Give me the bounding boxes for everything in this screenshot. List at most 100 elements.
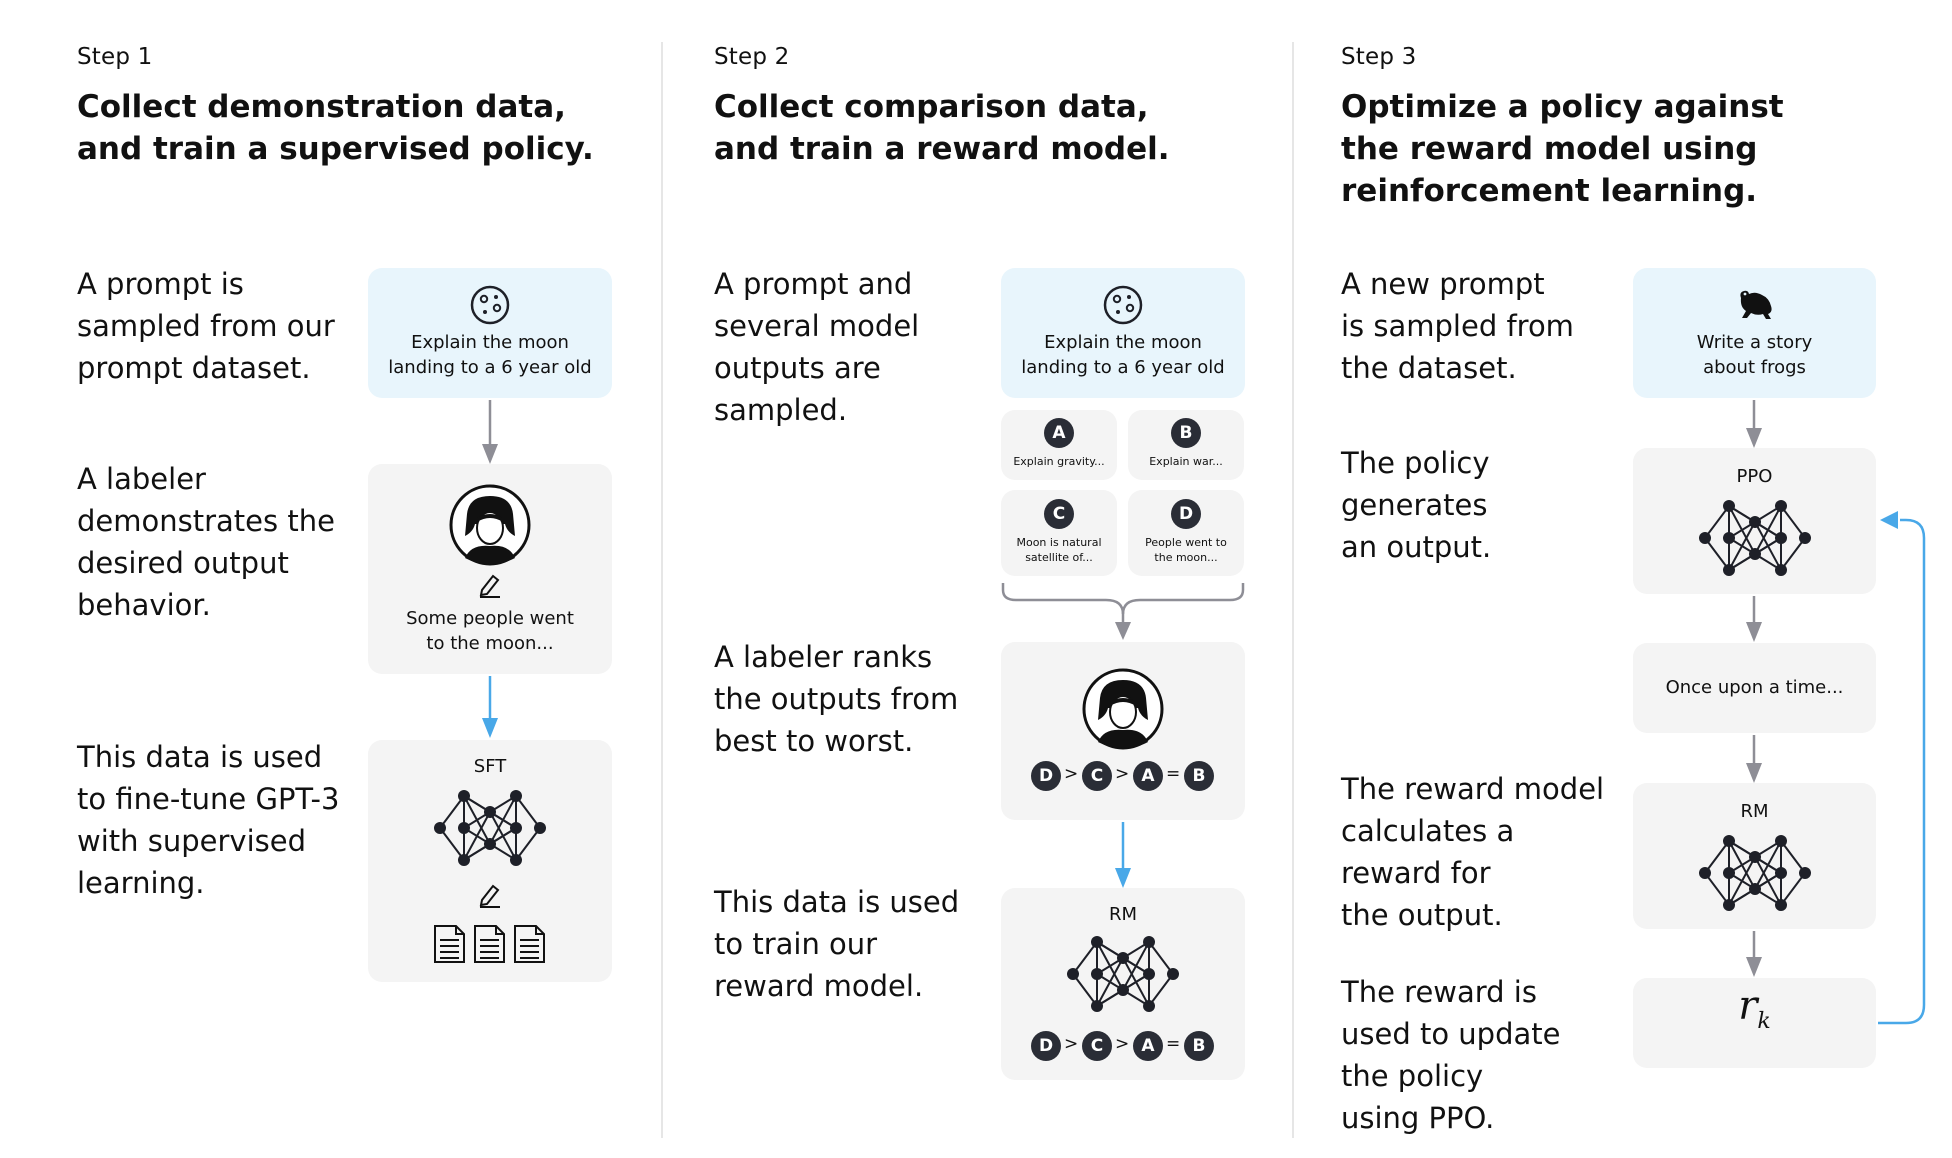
desc-line: This data is used [77,740,323,774]
rank-operator: > [1064,1034,1079,1054]
desc-line: A labeler [77,462,206,496]
demo-line: to the moon... [426,633,554,654]
rank-badge: D [1031,1031,1061,1061]
desc-line: the outputs from [714,682,959,716]
rank-operator: > [1064,764,1079,784]
desc-line: generates [1341,488,1488,522]
arrow-down-icon [482,676,498,738]
step1-desc-labeler: A labeler demonstrates the desired outpu… [77,458,335,626]
desc-line: The policy [1341,446,1490,480]
rm-label: RM [1740,801,1769,822]
neural-network-icon [1067,936,1179,1012]
column-divider-1 [661,42,663,1138]
arrow-down-icon [1746,596,1762,642]
step3-title: Optimize a policy against the reward mod… [1341,86,1784,212]
output-text: Once upon a time... [1665,677,1844,698]
output-card-b: B Explain war... [1128,410,1244,480]
prompt-line: Write a story [1696,332,1813,353]
desc-line: the output. [1341,898,1503,932]
step2-prompt-box: Explain the moon landing to a 6 year old [1001,268,1245,398]
step3-title-line: Optimize a policy against [1341,89,1784,125]
pencil-icon [479,884,500,908]
desc-line: A new prompt [1341,267,1545,301]
desc-line: A prompt is [77,267,244,301]
step1-title-line: Collect demonstration data, [77,89,566,125]
bracket-merge-icon [1001,583,1245,640]
desc-line: the dataset. [1341,351,1517,385]
rank-badge: A [1133,761,1163,791]
output-letter-badge: D [1171,499,1201,529]
step3-label: Step 3 [1341,44,1417,70]
output-letter-badge: C [1044,499,1074,529]
desc-line: calculates a [1341,814,1515,848]
sft-label: SFT [473,756,507,777]
rank-operator: = [1166,1034,1181,1054]
prompt-line: Explain the moon [411,332,569,353]
step2-desc-train: This data is used to train our reward mo… [714,881,959,1007]
desc-line: an output. [1341,530,1492,564]
rank-badge: A [1133,1031,1163,1061]
pencil-icon [479,574,500,598]
rank-badge: B [1184,1031,1214,1061]
step1-title: Collect demonstration data, and train a … [77,86,594,170]
output-card-c: C Moon is natural satellite of... [1001,490,1117,576]
step3-reward-model-box: RM [1633,783,1876,929]
arrow-down-icon [1115,822,1131,888]
output-text: People went to [1145,536,1227,549]
step3-desc-update: The reward is used to update the policy … [1341,971,1560,1139]
desc-line: using PPO. [1341,1101,1495,1135]
arrow-down-icon [1746,400,1762,448]
feedback-loop-arrow-icon [1878,511,1926,1025]
frog-icon [1740,290,1772,319]
desc-line: with supervised [77,824,306,858]
moon-icon [470,285,510,325]
step2-desc-sample: A prompt and several model outputs are s… [714,263,919,431]
step2-title: Collect comparison data, and train a rew… [714,86,1170,170]
output-text: Moon is natural [1016,536,1102,549]
step3-prompt-box: Write a story about frogs [1633,268,1876,398]
ppo-label: PPO [1736,466,1773,487]
column-divider-2 [1292,42,1294,1138]
desc-line: A labeler ranks [714,640,933,674]
step2-label: Step 2 [714,44,790,70]
step3-ppo-policy-box: PPO [1633,448,1876,594]
demo-line: Some people went [406,608,574,629]
prompt-line: landing to a 6 year old [1021,357,1225,378]
rank-badge: C [1082,1031,1112,1061]
step1-sft-model-box: SFT [368,740,612,982]
prompt-line: landing to a 6 year old [388,357,592,378]
desc-line: to train our [714,927,878,961]
reward-subscript: k [1757,1009,1771,1034]
step3-desc-reward-model: The reward model calculates a reward for… [1341,768,1604,936]
rank-badge: D [1031,761,1061,791]
step3-title-line: the reward model using [1341,131,1758,167]
step3-desc-policy: The policy generates an output. [1341,442,1491,568]
step3-title-line: reinforcement learning. [1341,173,1758,209]
desc-line: The reward model [1341,772,1605,806]
neural-network-icon [434,790,546,866]
step2-reward-model-box: RM D > C > A = B [1001,888,1245,1080]
desc-line: reward for [1341,856,1491,890]
output-text: Explain war... [1149,455,1223,468]
moon-icon [1103,285,1143,325]
step3-reward-box: rk [1633,978,1876,1068]
arrow-down-icon [1746,735,1762,783]
step1-label: Step 1 [77,44,153,70]
desc-line: demonstrates the [77,504,335,538]
rank-operator: > [1115,1034,1130,1054]
desc-line: sampled from our [77,309,335,343]
output-text: Explain gravity... [1013,455,1105,468]
desc-line: behavior. [77,588,211,622]
labeler-avatar-icon [449,484,531,566]
reward-symbol: rk [1633,986,1876,1034]
step2-desc-rank: A labeler ranks the outputs from best to… [714,636,958,762]
step1-desc-finetune: This data is used to fine-tune GPT-3 wit… [77,736,339,904]
step2-ranking-box: D > C > A = B [1001,642,1245,820]
rank-operator: > [1115,764,1130,784]
arrow-down-icon [1746,931,1762,977]
neural-network-icon [1699,500,1811,576]
documents-icon [434,925,545,963]
desc-line: to fine-tune GPT-3 [77,782,340,816]
step2-title-line: Collect comparison data, [714,89,1149,125]
desc-line: outputs are [714,351,881,385]
